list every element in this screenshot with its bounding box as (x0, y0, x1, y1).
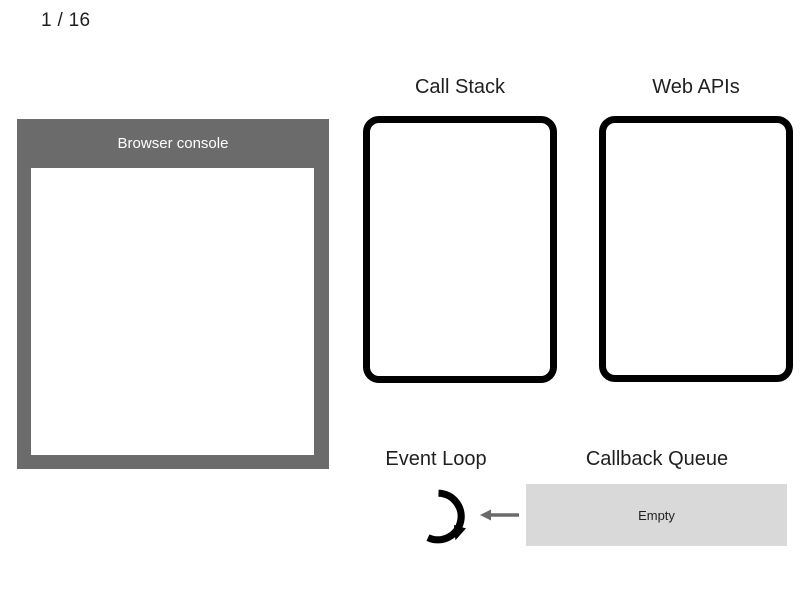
browser-console-screen (31, 168, 314, 455)
call-stack-heading: Call Stack (414, 76, 506, 98)
callback-queue-status: Empty (638, 507, 675, 523)
left-arrow-icon (479, 504, 521, 526)
web-apis-heading: Web APIs (652, 76, 740, 98)
slide-counter: 1 / 16 (41, 10, 91, 31)
browser-console-panel: Browser console (17, 119, 329, 469)
event-loop-heading: Event Loop (385, 448, 487, 470)
call-stack-box (363, 116, 557, 383)
web-apis-box (599, 116, 793, 382)
callback-queue-box: Empty (526, 484, 787, 546)
callback-queue-heading: Callback Queue (585, 448, 729, 470)
browser-console-title: Browser console (117, 135, 229, 152)
circular-arrow-icon (409, 487, 468, 546)
